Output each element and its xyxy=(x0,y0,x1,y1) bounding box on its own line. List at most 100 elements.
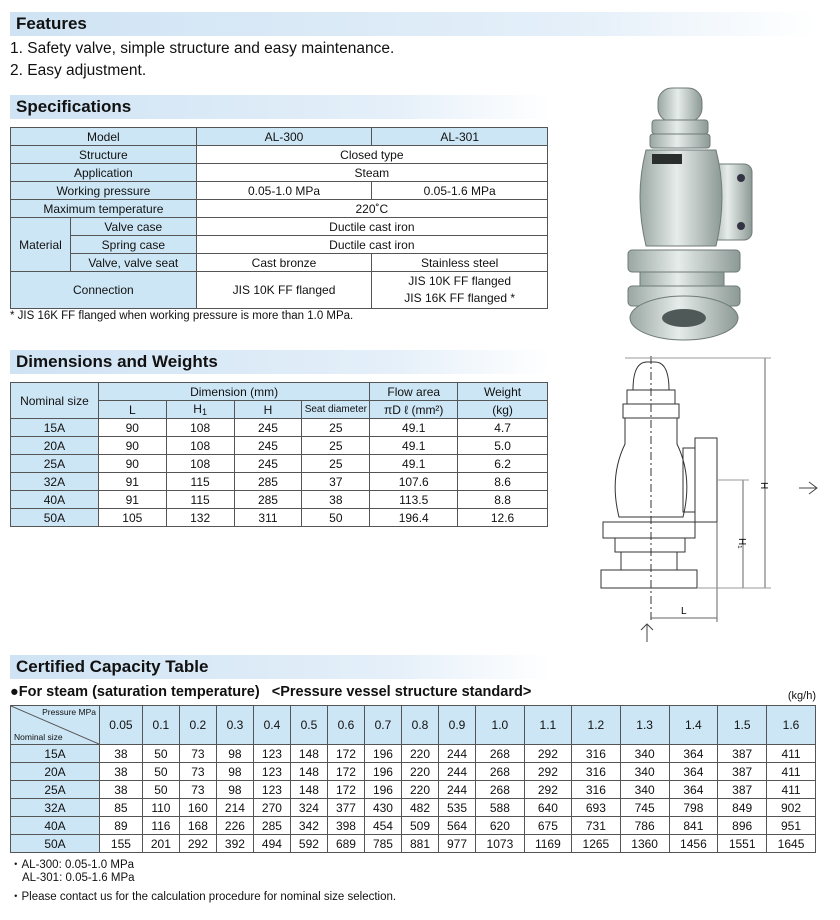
capacity-cell: 98 xyxy=(215,762,254,781)
connection-label: Connection xyxy=(10,271,197,309)
dimension-cell: 5.0 xyxy=(457,436,548,455)
pressure-header-cell: 0.7 xyxy=(363,705,402,745)
capacity-cell: 201 xyxy=(141,834,180,853)
dimension-cell: 12.6 xyxy=(457,508,548,527)
dimension-cell: 245 xyxy=(233,436,303,455)
capacity-cell: 564 xyxy=(437,816,477,835)
capacity-cell: 244 xyxy=(437,780,477,799)
capacity-cell: 214 xyxy=(215,798,254,817)
capacity-cell: 292 xyxy=(178,834,217,853)
pressure-header-cell: 1.2 xyxy=(570,705,621,745)
capacity-cell: 38 xyxy=(99,744,143,763)
dimension-cell: 38 xyxy=(301,490,371,509)
max-temp-label: Maximum temperature xyxy=(10,199,197,218)
nominal-size-cell: 25A xyxy=(10,454,99,473)
H1-letter: H xyxy=(193,402,202,416)
capacity-cell: 731 xyxy=(570,816,621,835)
model-label: Model xyxy=(10,127,197,146)
capacity-cell: 220 xyxy=(400,762,440,781)
capacity-cell: 50 xyxy=(141,744,180,763)
drawing-label-H: H xyxy=(758,482,769,489)
pressure-header-cell: 0.05 xyxy=(99,705,143,745)
dimension-cell: 115 xyxy=(165,472,235,491)
capacity-cell: 535 xyxy=(437,798,477,817)
flow-area-header: Flow area xyxy=(369,382,459,401)
capacity-cell: 398 xyxy=(326,816,365,835)
capacity-cell: 148 xyxy=(289,762,328,781)
capacity-cell: 38 xyxy=(99,780,143,799)
dimension-cell: 91 xyxy=(97,490,167,509)
flow-formula-header: πD ℓ (mm²) xyxy=(369,400,459,419)
pressure-header-cell: 0.1 xyxy=(141,705,180,745)
capacity-cell: 592 xyxy=(289,834,328,853)
capacity-cell: 324 xyxy=(289,798,328,817)
capacity-cell: 364 xyxy=(668,762,719,781)
connection-al301: JIS 10K FF flanged JIS 16K FF flanged * xyxy=(371,271,548,309)
capacity-cell: 342 xyxy=(289,816,328,835)
capacity-cell: 244 xyxy=(437,762,477,781)
capacity-cell: 196 xyxy=(363,744,402,763)
capacity-cell: 285 xyxy=(252,816,291,835)
max-temp-value: 220˚C xyxy=(195,199,549,218)
capacity-cell: 377 xyxy=(326,798,365,817)
capacity-cell: 98 xyxy=(215,780,254,799)
capacity-cell: 148 xyxy=(289,744,328,763)
capacity-cell: 316 xyxy=(570,744,621,763)
capacity-cell: 89 xyxy=(99,816,143,835)
structure-label: Structure xyxy=(10,145,197,164)
capacity-note-1: ・AL-300: 0.05-1.0 MPa xyxy=(10,859,135,871)
drawing-label-L: L xyxy=(681,606,687,617)
capacity-cell: 316 xyxy=(570,762,621,781)
dimensions-table: Nominal size Dimension (mm) Flow area We… xyxy=(10,382,548,527)
capacity-cell: 1265 xyxy=(570,834,621,853)
features-heading: Features xyxy=(10,12,816,36)
capacity-cell: 1360 xyxy=(619,834,670,853)
connection-al301-line1: JIS 10K FF flanged xyxy=(408,274,512,288)
spring-case-label: Spring case xyxy=(69,235,197,254)
capacity-cell: 226 xyxy=(215,816,254,835)
capacity-cell: 98 xyxy=(215,744,254,763)
nominal-size-cell: 50A xyxy=(10,508,99,527)
capacity-note-2: AL-301: 0.05-1.6 MPa xyxy=(22,872,135,884)
capacity-cell: 454 xyxy=(363,816,402,835)
dimension-header: Dimension (mm) xyxy=(97,382,371,401)
dimension-cell: 108 xyxy=(165,418,235,437)
nominal-size-cell: 15A xyxy=(10,418,99,437)
dimension-cell: 115 xyxy=(165,490,235,509)
dimension-cell: 49.1 xyxy=(369,436,459,455)
capacity-cell: 1169 xyxy=(523,834,572,853)
dimension-cell: 49.1 xyxy=(369,418,459,437)
capacity-cell: 196 xyxy=(363,762,402,781)
dimension-cell: 90 xyxy=(97,454,167,473)
pressure-header-cell: 0.4 xyxy=(252,705,291,745)
capacity-cell: 38 xyxy=(99,762,143,781)
capacity-cell: 785 xyxy=(363,834,402,853)
capacity-cell: 73 xyxy=(178,762,217,781)
pressure-header-cell: 0.9 xyxy=(437,705,477,745)
capacity-cell: 73 xyxy=(178,780,217,799)
dimension-cell: 196.4 xyxy=(369,508,459,527)
specifications-heading: Specifications xyxy=(10,95,550,119)
pressure-header-cell: 1.0 xyxy=(475,705,525,745)
capacity-cell: 1645 xyxy=(766,834,816,853)
nominal-size-cell: 15A xyxy=(10,744,100,763)
valve-case-label: Valve case xyxy=(69,217,197,236)
capacity-cell: 849 xyxy=(717,798,768,817)
dimension-cell: 50 xyxy=(301,508,371,527)
nominal-size-cell: 40A xyxy=(10,816,100,835)
nominal-size-cell: 40A xyxy=(10,490,99,509)
capacity-cell: 640 xyxy=(523,798,572,817)
corner-pressure-label: Pressure MPa xyxy=(42,707,96,717)
capacity-cell: 116 xyxy=(141,816,180,835)
dimension-cell: 4.7 xyxy=(457,418,548,437)
capacity-cell: 110 xyxy=(141,798,180,817)
capacity-cell: 244 xyxy=(437,744,477,763)
capacity-subtitle: ●For steam (saturation temperature) <Pre… xyxy=(10,684,532,700)
pressure-header-cell: 0.8 xyxy=(400,705,440,745)
